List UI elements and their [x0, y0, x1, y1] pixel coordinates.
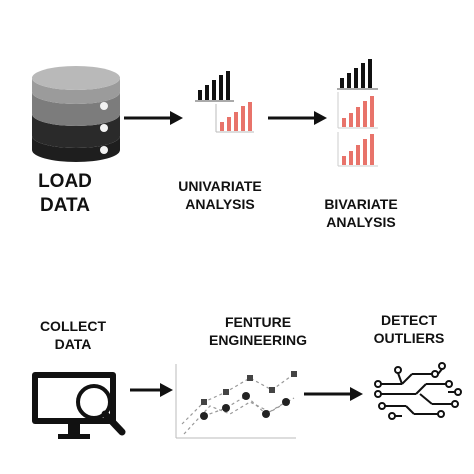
- label-line: COLLECT: [39, 318, 107, 334]
- arrow-icon: [122, 110, 184, 126]
- label-line: BIVARIATE: [324, 196, 398, 212]
- label-line: OUTLIERS: [373, 329, 445, 346]
- label-line: DATA: [40, 194, 90, 216]
- step-load-data: LOAD DATA: [30, 170, 100, 218]
- arrow-icon: [266, 110, 328, 126]
- label-line: DETECT: [381, 312, 437, 328]
- step-univariate-analysis: UNIVARIATE ANALYSIS: [165, 178, 275, 213]
- label-line: ANALYSIS: [185, 195, 255, 212]
- arrow-icon: [302, 386, 364, 402]
- step-detect-outliers: DETECT OUTLIERS: [364, 312, 454, 347]
- label-line: ANALYSIS: [326, 213, 396, 230]
- bar-chart-icon: [336, 56, 384, 170]
- circuit-icon: [372, 362, 464, 422]
- magnifier-icon: [72, 380, 128, 438]
- label-line: FENTURE: [224, 314, 292, 330]
- step-bivariate-analysis: BIVARIATE ANALYSIS: [308, 196, 414, 231]
- step-feature-engineering: FENTURE ENGINEERING: [190, 314, 326, 349]
- label-line: DATA: [54, 335, 92, 352]
- label-line: ENGINEERING: [208, 331, 307, 348]
- database-icon: [28, 64, 124, 164]
- arrow-icon: [128, 382, 174, 398]
- scatter-line-icon: [170, 362, 298, 442]
- label-line: UNIVARIATE: [178, 178, 262, 194]
- step-collect-data: COLLECT DATA: [20, 318, 126, 353]
- bar-chart-icon: [194, 68, 256, 134]
- label-line: LOAD: [38, 171, 92, 192]
